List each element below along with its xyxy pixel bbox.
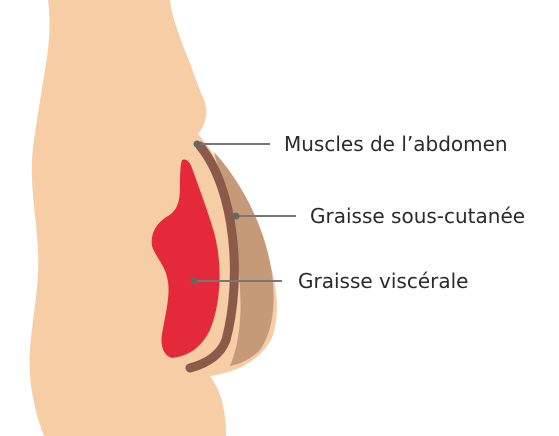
subcutaneous-leader-dot (233, 213, 240, 220)
label-subcutaneous-fat: Graisse sous-cutanée (310, 204, 525, 228)
label-visceral-fat: Graisse viscérale (298, 269, 469, 293)
label-abdominal-muscles: Muscles de l’abdomen (284, 132, 508, 156)
visceral-leader-dot (191, 278, 198, 285)
muscles-leader-dot (194, 141, 201, 148)
